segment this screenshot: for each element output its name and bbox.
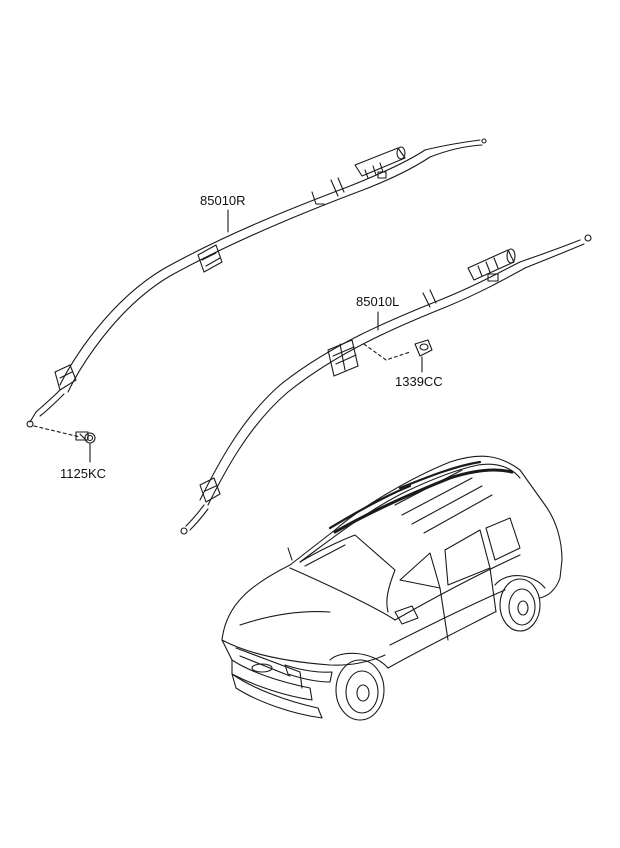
nut-1339CC[interactable] xyxy=(414,339,433,373)
vehicle-illustration xyxy=(221,455,563,721)
curtain-airbag-right[interactable] xyxy=(26,138,487,438)
label-1125KC: 1125KC xyxy=(60,466,106,481)
label-1339CC: 1339CC xyxy=(395,374,443,389)
curtain-airbag-left[interactable] xyxy=(180,234,592,535)
label-85010R: 85010R xyxy=(200,193,246,208)
bolt-1125KC[interactable] xyxy=(75,431,96,463)
label-85010L: 85010L xyxy=(356,294,399,309)
